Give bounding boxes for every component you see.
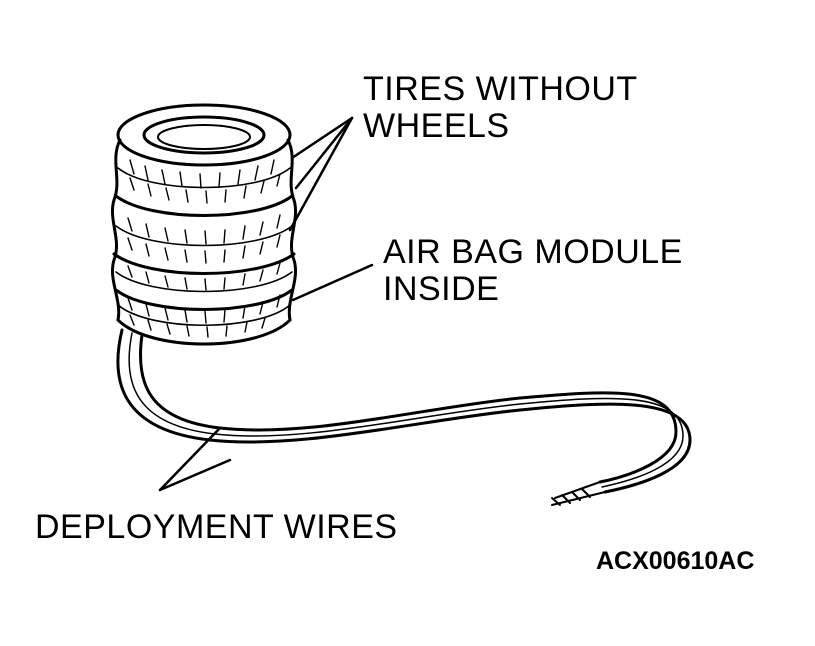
module-label-line1: AIR BAG MODULE	[383, 233, 683, 271]
leader-module	[291, 263, 374, 302]
leader-tires-2	[294, 116, 354, 190]
module-label-line2: INSIDE	[383, 270, 500, 308]
tire-stack-bottom	[116, 318, 292, 346]
leader-lines	[158, 116, 374, 492]
figure-code: ACX00610AC	[596, 547, 755, 575]
leader-tires-1	[290, 116, 354, 160]
wires-label: DEPLOYMENT WIRES	[35, 508, 398, 546]
deployment-cable-mid	[128, 332, 684, 488]
wire-ends	[551, 481, 606, 506]
leader-wires-1	[158, 426, 222, 492]
tread-texture	[127, 159, 281, 338]
tread-lines	[115, 167, 293, 327]
top-tire-inner	[142, 115, 266, 155]
top-tire-rim	[116, 103, 292, 167]
tire-groove-2	[112, 252, 296, 275]
tires-label-line1: TIRES WITHOUT	[363, 70, 638, 108]
tire-groove-3	[114, 288, 294, 311]
tires-label-line2: WHEELS	[363, 107, 510, 145]
deployment-cable-outer	[116, 328, 692, 494]
top-tire-opening	[157, 124, 251, 150]
leader-wires-2	[158, 458, 232, 492]
deployment-cable-inner	[138, 333, 678, 484]
tire-groove-1	[114, 194, 294, 217]
leader-tires-3	[288, 116, 354, 232]
